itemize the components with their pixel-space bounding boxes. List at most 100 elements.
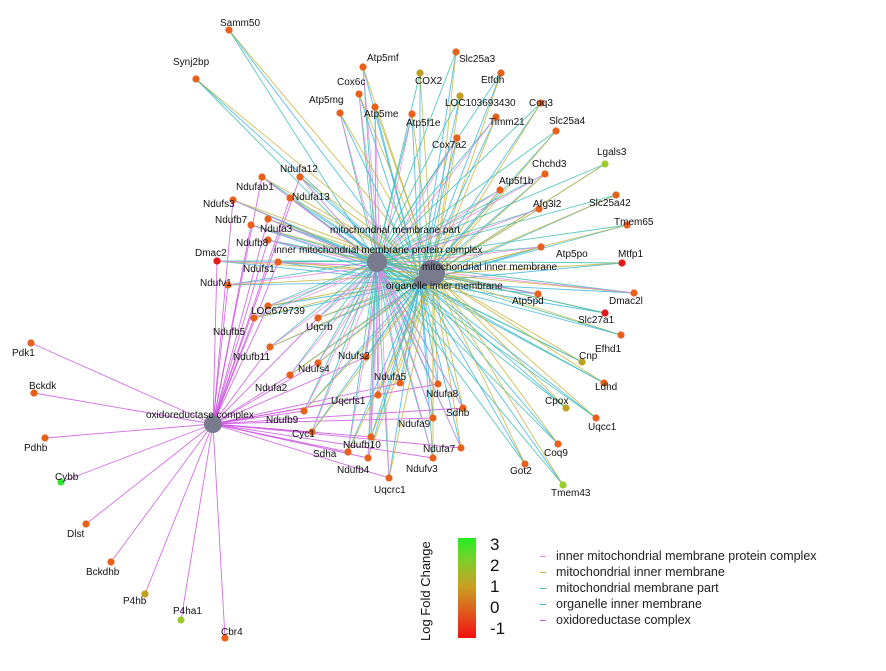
gene-label: Ndufa12 xyxy=(280,164,318,175)
network-edge xyxy=(44,423,214,439)
network-edge xyxy=(232,199,377,262)
gene-label: Atp5f1e xyxy=(406,118,441,129)
network-edge xyxy=(375,189,501,262)
gene-node xyxy=(296,173,304,181)
network-edge xyxy=(432,163,606,275)
network-edge xyxy=(375,260,605,384)
network-edge xyxy=(432,273,605,384)
network-edge xyxy=(253,260,377,319)
network-edge xyxy=(432,273,597,419)
gene-label: Cbr4 xyxy=(221,627,243,638)
gene-label: Cnp xyxy=(579,351,598,362)
gene-node xyxy=(82,520,90,528)
gene-node xyxy=(264,215,272,223)
gene-label: Atp5f1b xyxy=(499,176,534,187)
network-edge xyxy=(212,374,291,425)
gene-label: Tmem65 xyxy=(614,217,654,228)
network-edge xyxy=(379,265,434,459)
network-edge xyxy=(212,356,367,425)
gene-label: Ndufa9 xyxy=(398,419,431,430)
network-edge xyxy=(212,317,255,425)
legend-label: oxidoreductase complex xyxy=(556,613,691,627)
gene-node xyxy=(554,440,562,448)
network-edge xyxy=(419,281,434,459)
network-edge xyxy=(379,113,413,267)
gene-node xyxy=(274,258,282,266)
gene-label: Ndufb10 xyxy=(343,440,381,451)
gene-label: Ndufa5 xyxy=(374,372,407,383)
network-edge xyxy=(375,51,457,262)
network-edge xyxy=(367,260,377,459)
gene-label: COX2 xyxy=(415,76,443,87)
gene-label: Uqcc1 xyxy=(588,422,617,433)
network-edge xyxy=(303,281,421,412)
network-edge xyxy=(212,423,369,459)
gene-label: Coq9 xyxy=(544,448,568,459)
network-edge xyxy=(432,194,617,275)
network-edge xyxy=(375,260,622,336)
gene-node xyxy=(521,460,529,468)
network-edge xyxy=(375,260,539,295)
network-edge xyxy=(419,116,497,283)
gene-label: Mtfp1 xyxy=(618,249,643,260)
network-edge xyxy=(375,173,546,262)
network-edge xyxy=(367,281,421,459)
network-edge xyxy=(375,260,564,486)
gene-label: Lgals3 xyxy=(597,147,627,158)
network-edge xyxy=(317,260,377,364)
gene-node xyxy=(359,63,367,71)
gene-label: Ndufa8 xyxy=(426,389,459,400)
gene-node xyxy=(314,314,322,322)
network-edge xyxy=(277,260,377,263)
gene-label: Cox6c xyxy=(337,77,365,88)
gene-node xyxy=(453,134,461,142)
gene-node xyxy=(459,404,467,412)
hub-label: organelle inner membrane xyxy=(386,281,503,292)
gene-label: Efhd1 xyxy=(595,344,622,355)
gene-node xyxy=(618,259,626,267)
network-edge xyxy=(432,116,497,275)
network-edge xyxy=(432,51,457,275)
gene-node xyxy=(344,448,352,456)
network-edge xyxy=(379,265,464,409)
gene-node xyxy=(429,414,437,422)
gene-label: Ndufa7 xyxy=(423,444,456,455)
network-edge xyxy=(227,265,381,286)
network-edge xyxy=(419,281,606,314)
gene-node xyxy=(107,558,115,566)
gene-label: Etfdh xyxy=(481,75,504,86)
hub-label: inner mitochondrial membrane protein com… xyxy=(274,245,482,256)
network-edge xyxy=(411,113,434,275)
gene-node xyxy=(264,302,272,310)
gene-label: Uqcrc1 xyxy=(374,485,406,496)
network-edge xyxy=(212,239,269,425)
hub-label: mitochondrial inner membrane xyxy=(422,262,558,273)
legend-swatch xyxy=(540,556,546,558)
gene-label: Dlst xyxy=(67,529,84,540)
network-nodes xyxy=(27,26,638,642)
gene-node xyxy=(601,160,609,168)
network-edge xyxy=(289,197,381,267)
network-edge xyxy=(212,224,252,425)
gene-label: Ndufa3 xyxy=(260,224,293,235)
network-edge xyxy=(375,260,623,264)
gene-label: Slc27a1 xyxy=(578,315,615,326)
gene-label: Atp5mg xyxy=(309,95,343,106)
network-edge xyxy=(419,137,458,283)
gene-label: Sdha xyxy=(313,449,337,460)
network-edge xyxy=(432,246,542,275)
network-edge xyxy=(250,224,381,267)
gene-node xyxy=(192,75,200,83)
legend-label: mitochondrial inner membrane xyxy=(556,565,725,579)
gene-label: Slc25a3 xyxy=(459,54,496,65)
gene-label: Sdhb xyxy=(446,408,470,419)
gene-label: Ndufs4 xyxy=(298,364,330,375)
gene-node xyxy=(456,92,464,100)
gene-node xyxy=(314,359,322,367)
network-edge xyxy=(60,423,214,483)
gene-node xyxy=(141,590,149,598)
legend-item: mitochondrial inner membrane xyxy=(540,564,880,580)
gene-label: Ndufv1 xyxy=(200,278,232,289)
gene-node xyxy=(286,194,294,202)
gene-label: Cyc1 xyxy=(292,429,315,440)
